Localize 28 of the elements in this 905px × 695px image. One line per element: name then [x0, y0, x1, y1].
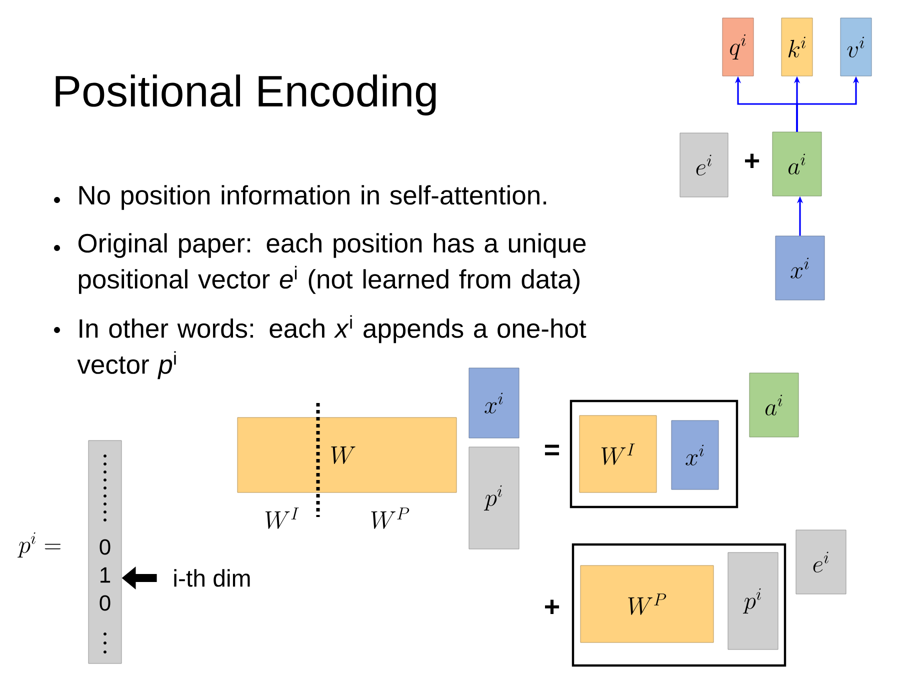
math-label: $p^{i} =$: [18, 532, 60, 558]
vector-box: $q^{i}$: [722, 18, 754, 76]
vector-box: $p^{i}$: [468, 446, 520, 550]
title: Positional Encoding: [56, 74, 436, 116]
vector-box: $x^{i}$: [468, 368, 520, 438]
math-label: $W^{I}$: [265, 508, 299, 529]
vector-box: $e^{i}$: [796, 530, 846, 594]
vector-box: $e^{i}$: [680, 132, 728, 198]
vector-box: $a^{i}$: [749, 372, 799, 438]
matrix-box: $W$: [237, 417, 457, 493]
vector-box: $x^{i}$: [775, 236, 825, 300]
vector-box: $a^{i}$: [772, 132, 822, 196]
dim-label: i-th dim: [174, 569, 250, 587]
operator-sign: =: [545, 444, 560, 456]
vector-box: $W^{I}$: [579, 415, 657, 493]
bullet-text: No position information in self-attention.: [79, 185, 546, 210]
vector-box: $x^{i}$: [671, 420, 719, 490]
operator-sign: +: [545, 600, 560, 614]
operator-sign: +: [745, 154, 760, 168]
vector-box: $v^{i}$: [840, 18, 872, 76]
vector-box: $p^{i}$: [728, 552, 778, 650]
vector-column: 0 1 0: [88, 440, 122, 664]
vector-box: $W^{P}$: [580, 565, 714, 643]
bracket-box: [570, 400, 738, 508]
bullet-text: Original paper: each position has a unique positional vector e$^{i}$ (not learned from data): [78, 233, 586, 294]
math-label: $W^{P}$: [371, 508, 410, 529]
bracket-box: [572, 543, 786, 667]
vector-box: $k^{i}$: [781, 18, 813, 76]
